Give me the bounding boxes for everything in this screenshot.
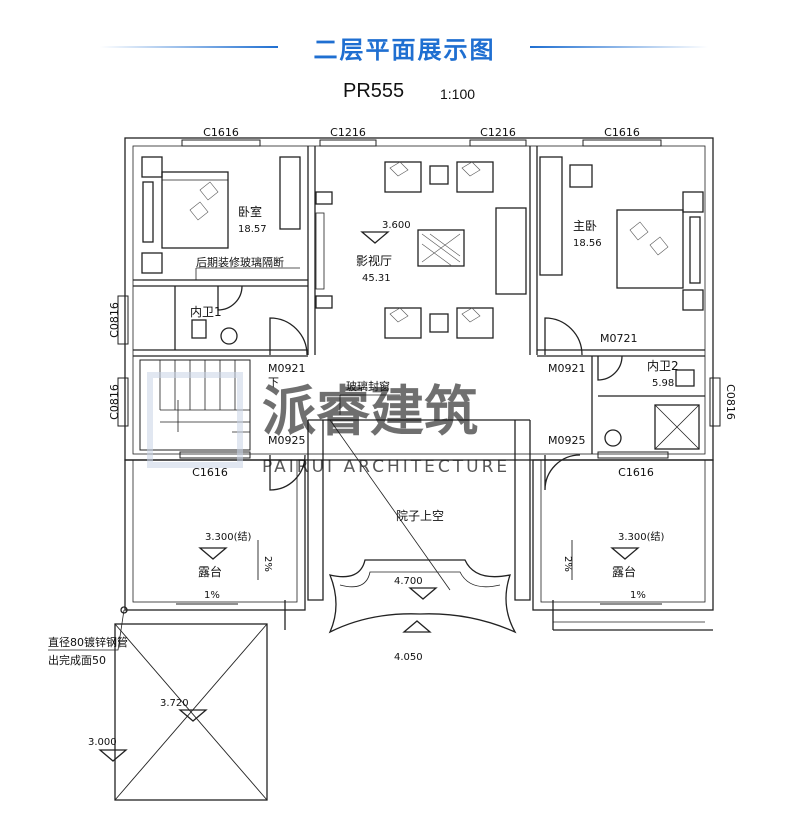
window-label-left-2: C0816 [108,384,121,420]
page-title: 二层平面展示图 [313,36,496,64]
title-rule-right [530,46,708,48]
note-glass-seal: 玻璃封窗 [346,379,390,393]
window-label-top-1: C1616 [203,126,239,139]
terrace-right-slope-v: 2% [562,556,573,572]
watermark-en: PAIRUI ARCHITECTURE [262,457,510,477]
room-bath1-name: 内卫1 [190,305,222,319]
window-label-right: C0816 [724,384,737,420]
window-label-top-2: C1216 [330,126,366,139]
title-rule-left [100,46,278,48]
outer-wall [124,137,714,461]
theater-level: 3.600 [382,220,411,231]
window-label-top-3: C1216 [480,126,516,139]
room-bedroom-area: 18.57 [238,224,267,235]
level-canopy-top: 4.700 [394,576,423,587]
window-label-bottom-left: C1616 [192,466,228,479]
level-roof-peak: 3.720 [160,698,189,709]
watermark: 派睿建筑 PAIRUI ARCHITECTURE [147,372,510,477]
level-canopy-bottom: 4.050 [394,652,423,663]
room-bath2-name: 内卫2 [647,359,679,373]
door-label-m0925-right: M0925 [548,434,586,447]
room-theater-area: 45.31 [362,273,391,284]
door-label-m0921-right: M0921 [548,362,586,375]
window-label-left-1: C0816 [108,302,121,338]
door-label-m0925-left: M0925 [268,434,306,447]
window-label-top-4: C1616 [604,126,640,139]
door-label-m0921-left: M0921 [268,362,306,375]
room-theater-name: 影视厅 [356,253,392,268]
room-bath2-area: 5.98 [652,378,674,389]
terrace-left-slope-h: 1% [204,590,220,601]
note-pipe-line1: 直径80镀锌钢管 [48,635,128,649]
terrace-right-slope-h: 1% [630,590,646,601]
stair-down-note: 下 [268,376,279,389]
window-label-bottom-right: C1616 [618,466,654,479]
room-courtyard-name: 院子上空 [396,509,444,523]
room-bedroom-name: 卧室 [238,204,262,219]
terrace-left-name: 露台 [198,564,222,579]
watermark-cn: 派睿建筑 [262,380,478,443]
room-master-area: 18.56 [573,238,602,249]
terrace-left-slope-v: 2% [262,556,273,572]
note-pipe-line2: 出完成面50 [48,653,106,667]
terrace-left-level: 3.300(结) [205,530,252,543]
note-glass-partition: 后期装修玻璃隔断 [196,255,284,269]
door-label-m0721: M0721 [600,332,638,345]
room-master-name: 主卧 [573,219,597,233]
level-roof-edge: 3.000 [88,737,117,748]
terrace-right-level: 3.300(结) [618,530,665,543]
plan-code: PR555 [343,80,405,102]
terrace-right-name: 露台 [612,564,636,579]
plan-scale: 1:100 [440,86,476,102]
